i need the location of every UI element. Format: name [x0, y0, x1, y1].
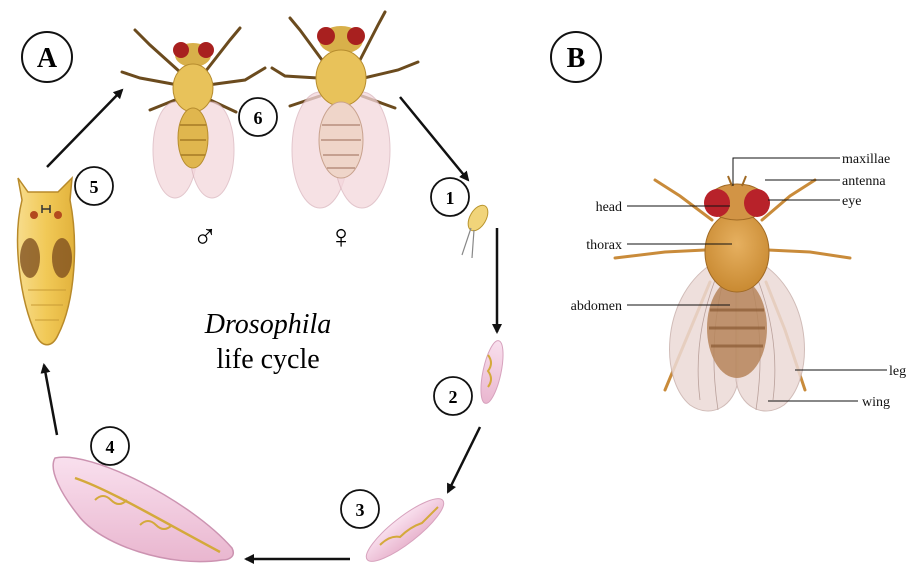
label-leg: leg [889, 364, 906, 379]
label-maxillae: maxillae [842, 152, 890, 167]
stage-number-5: 5 [90, 177, 99, 197]
label-wing: wing [862, 395, 890, 410]
panel-a-label: A [37, 43, 58, 74]
stage-number-4: 4 [106, 437, 115, 457]
stage-badge-2: 2 [434, 377, 472, 415]
egg-illustration [462, 202, 492, 258]
panel-a: A Drosophila life cycle [18, 12, 508, 570]
third-larva-illustration [53, 457, 233, 561]
leader-maxillae [733, 158, 840, 186]
stage-badge-1: 1 [431, 178, 469, 216]
pupa-illustration [18, 178, 75, 345]
panel-b-label: B [567, 43, 586, 74]
first-larva-illustration [477, 339, 508, 405]
life-cycle-title-plain: life cycle [216, 344, 319, 375]
panel-b: B [551, 32, 906, 411]
stage-number-1: 1 [446, 188, 455, 208]
stage-badge-5: 5 [75, 167, 113, 205]
stage-number-3: 3 [356, 500, 365, 520]
female-fly-illustration [272, 12, 418, 208]
male-symbol: ♂ [192, 219, 218, 256]
stage-badge-6: 6 [239, 98, 277, 136]
stage-number-2: 2 [449, 387, 458, 407]
arrow-larva1-to-larva2 [448, 427, 480, 492]
label-eye: eye [842, 194, 861, 209]
arrow-pupa-to-adult [47, 90, 122, 167]
label-head: head [596, 200, 622, 215]
arrow-larva3-to-pupa [44, 365, 57, 435]
stage-number-6: 6 [254, 108, 263, 128]
arrow-adult-to-egg [400, 97, 468, 180]
label-abdomen: abdomen [571, 299, 622, 314]
life-cycle-title-italic: Drosophila [204, 309, 332, 340]
fly-anatomy-illustration [615, 176, 850, 411]
label-antenna: antenna [842, 174, 886, 189]
stage-badge-3: 3 [341, 490, 379, 528]
female-symbol: ♀ [328, 219, 354, 256]
label-thorax: thorax [586, 238, 622, 253]
stage-badge-4: 4 [91, 427, 129, 465]
